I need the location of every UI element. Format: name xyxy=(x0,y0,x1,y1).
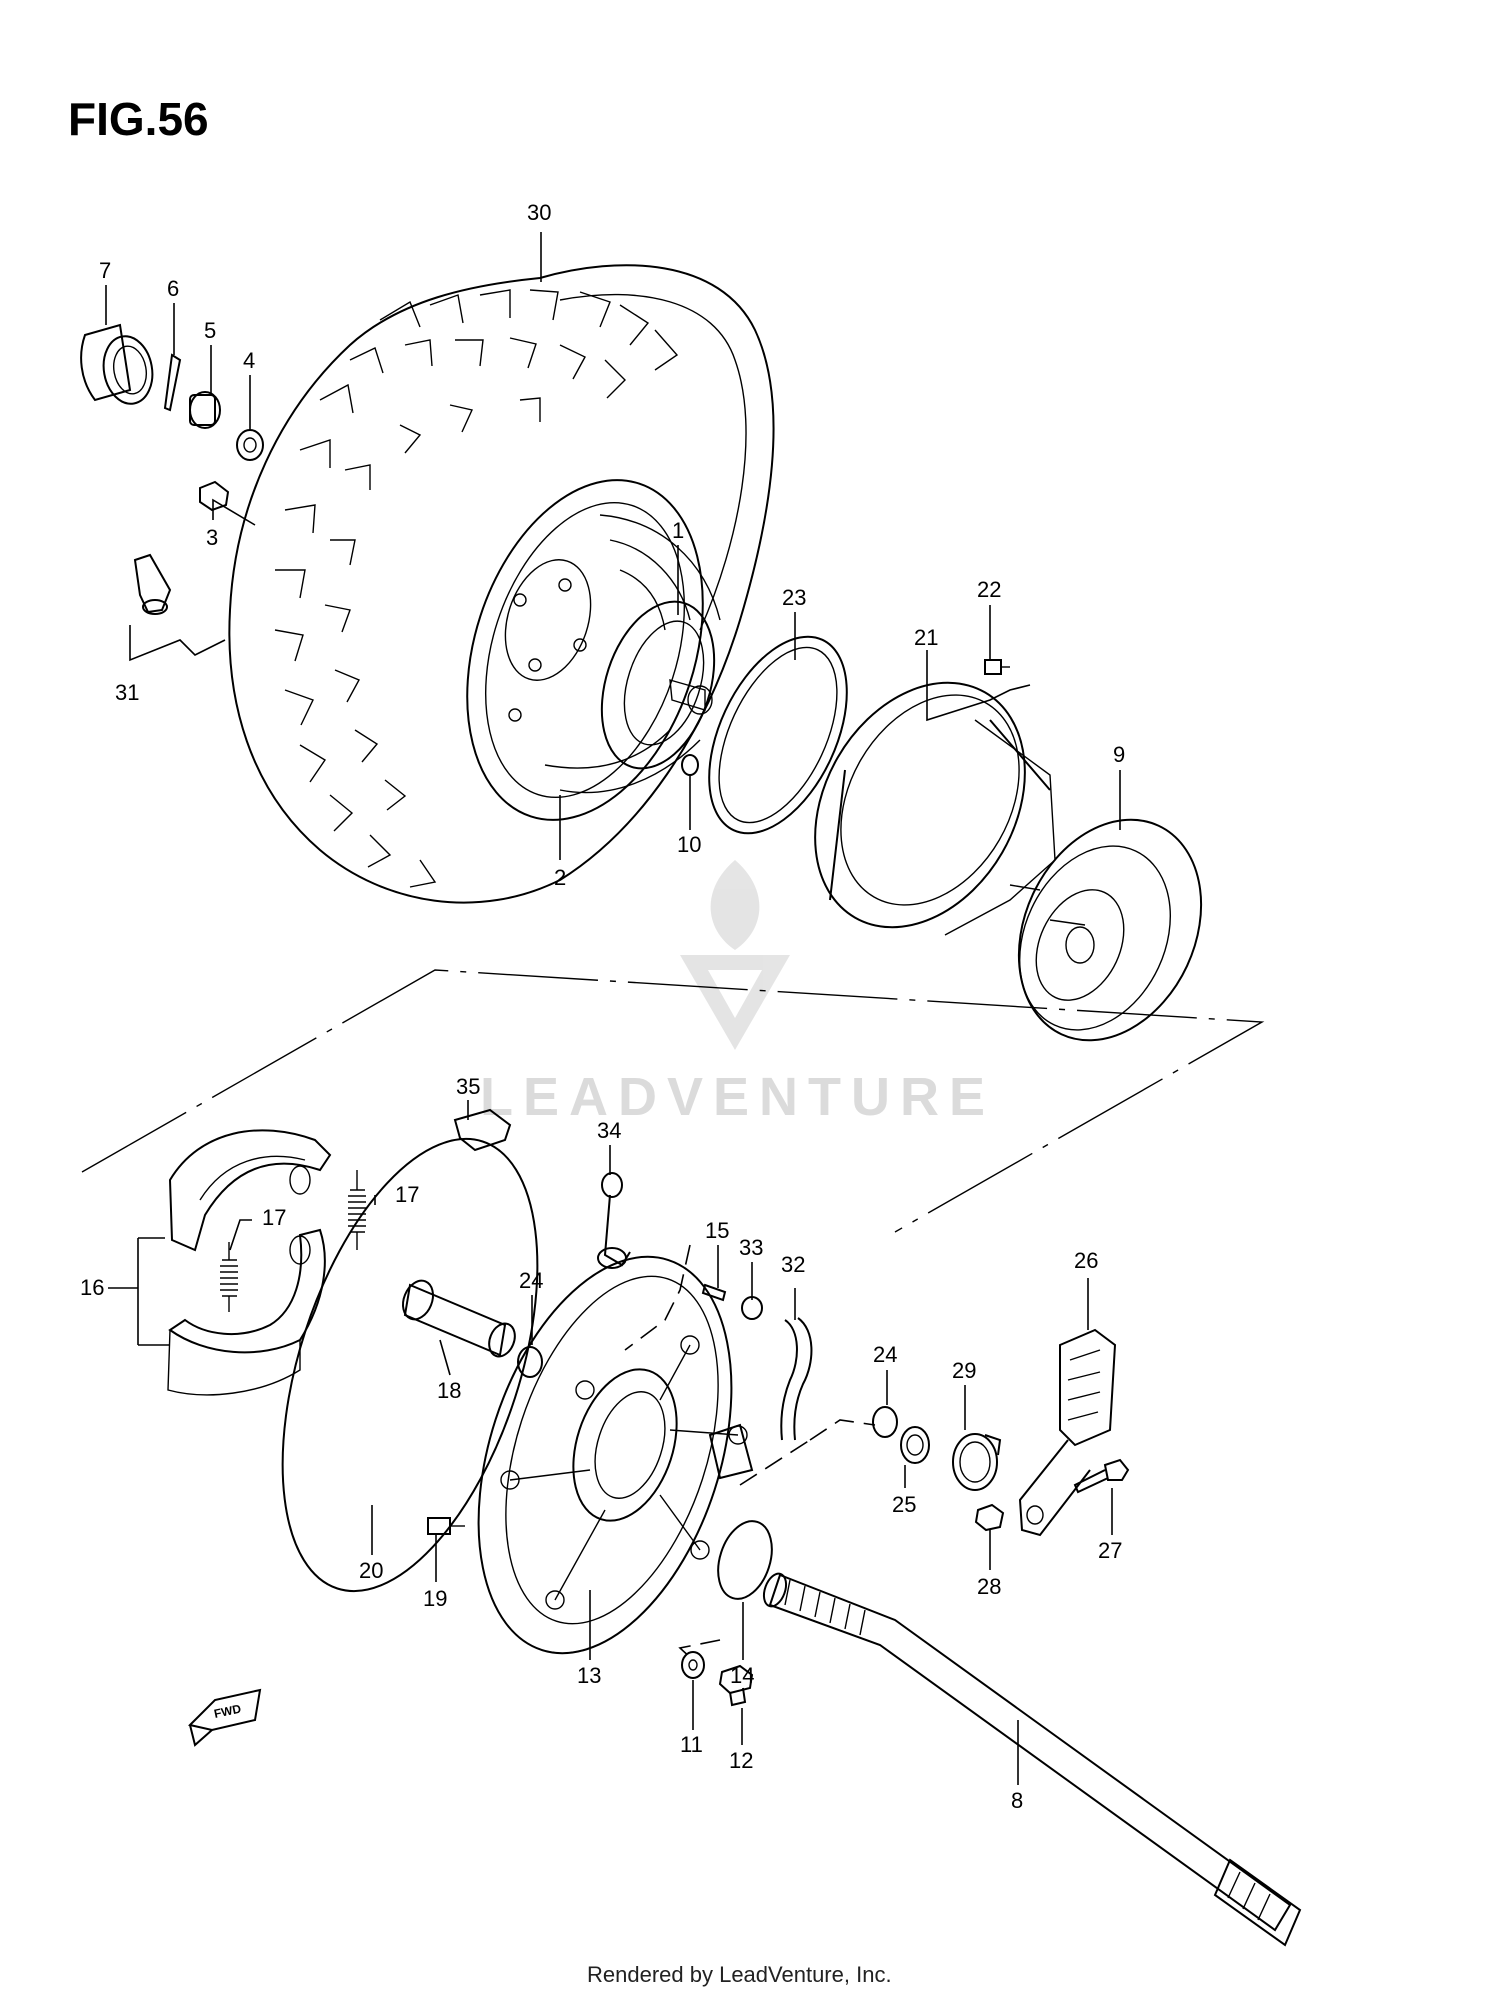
callout-18: 18 xyxy=(437,1378,461,1403)
callout-20: 20 xyxy=(359,1558,383,1583)
callout-9: 9 xyxy=(1113,742,1125,767)
callout-14: 14 xyxy=(730,1663,754,1688)
o-ring-14 xyxy=(717,1520,773,1600)
watermark-v-icon xyxy=(680,955,790,1050)
bolt-22 xyxy=(984,659,1010,675)
clip-35 xyxy=(453,1108,512,1152)
tire-30 xyxy=(228,264,775,904)
leader-lines xyxy=(105,232,1121,1785)
callout-2: 2 xyxy=(554,865,566,890)
axle-shaft-8 xyxy=(762,1572,1302,1947)
footer-credit: Rendered by LeadVenture, Inc. xyxy=(587,1962,892,1987)
spring-17-b xyxy=(220,1242,238,1312)
callout-23: 23 xyxy=(782,585,806,610)
nut-3 xyxy=(199,480,230,512)
bolt-12 xyxy=(718,1664,754,1707)
nut-28 xyxy=(974,1503,1005,1532)
return-spring-29 xyxy=(952,1433,1002,1491)
pin-34 xyxy=(597,1172,631,1269)
lever-26 xyxy=(1018,1328,1117,1537)
callout-35: 35 xyxy=(456,1074,480,1099)
callout-33: 33 xyxy=(739,1235,763,1260)
callout-25: 25 xyxy=(892,1492,916,1517)
o-ring-24-left xyxy=(517,1346,543,1378)
brake-panel-13 xyxy=(477,1255,754,1655)
fwd-arrow-icon: FWD xyxy=(188,1688,262,1747)
callout-16: 16 xyxy=(80,1275,104,1300)
callout-26: 26 xyxy=(1074,1248,1098,1273)
spring-17-a xyxy=(348,1170,366,1250)
callout-17-right: 17 xyxy=(395,1182,419,1207)
callout-34: 34 xyxy=(597,1118,621,1143)
callout-30: 30 xyxy=(527,200,551,225)
bolt-19 xyxy=(427,1517,465,1535)
valve-stem-31 xyxy=(133,553,172,615)
wheel-rim-2 xyxy=(466,479,721,821)
callouts: 30 7 6 5 4 3 31 1 23 22 21 9 10 2 35 34 … xyxy=(80,200,1125,1813)
cotter-pin-6 xyxy=(163,353,182,412)
bolt-27 xyxy=(1073,1458,1130,1494)
callout-21: 21 xyxy=(914,625,938,650)
seal-ring-23 xyxy=(708,635,848,835)
o-ring-20 xyxy=(281,1137,539,1593)
callout-10: 10 xyxy=(677,832,701,857)
callout-28: 28 xyxy=(977,1574,1001,1599)
callout-1: 1 xyxy=(672,518,684,543)
watermark: LEADVENTURE xyxy=(480,860,995,1127)
brake-drum-9 xyxy=(1009,818,1203,1042)
wheel-hub-1 xyxy=(600,600,716,770)
callout-4: 4 xyxy=(243,348,255,373)
callout-29: 29 xyxy=(952,1358,976,1383)
callout-32: 32 xyxy=(781,1252,805,1277)
callout-6: 6 xyxy=(167,276,179,301)
callout-19: 19 xyxy=(423,1586,447,1611)
washer-4 xyxy=(236,429,264,461)
callout-5: 5 xyxy=(204,318,216,343)
callout-7: 7 xyxy=(99,258,111,283)
callout-24-left: 24 xyxy=(519,1268,543,1293)
callout-17-left: 17 xyxy=(262,1205,286,1230)
watermark-text: LEADVENTURE xyxy=(480,1067,995,1127)
brake-cover-21 xyxy=(814,681,1056,936)
callout-27: 27 xyxy=(1098,1538,1122,1563)
watermark-flame-icon xyxy=(710,860,760,950)
figure-title: FIG.56 xyxy=(68,93,209,145)
callout-12: 12 xyxy=(729,1748,753,1773)
callout-22: 22 xyxy=(977,577,1001,602)
callout-24-right: 24 xyxy=(873,1342,897,1367)
o-ring-10 xyxy=(681,754,699,776)
callout-3: 3 xyxy=(206,525,218,550)
dashed-outline-box xyxy=(81,969,1265,1233)
fwd-label: FWD xyxy=(213,1701,243,1720)
o-ring-24-right xyxy=(872,1406,898,1438)
callout-13: 13 xyxy=(577,1663,601,1688)
cam-shaft-18 xyxy=(402,1279,516,1358)
washer-25 xyxy=(900,1426,930,1464)
clamp-33 xyxy=(741,1296,763,1320)
castle-nut-5 xyxy=(189,391,221,429)
pin-15 xyxy=(701,1283,727,1302)
callout-11: 11 xyxy=(680,1732,703,1757)
callout-8: 8 xyxy=(1011,1788,1023,1813)
hose-32 xyxy=(780,1317,813,1441)
callout-31: 31 xyxy=(115,680,139,705)
brake-shoe-16-upper xyxy=(168,1129,332,1252)
washer-11 xyxy=(681,1651,705,1679)
callout-15: 15 xyxy=(705,1218,729,1243)
brake-shoe-16-lower xyxy=(167,1228,326,1396)
cap-7 xyxy=(80,323,154,405)
